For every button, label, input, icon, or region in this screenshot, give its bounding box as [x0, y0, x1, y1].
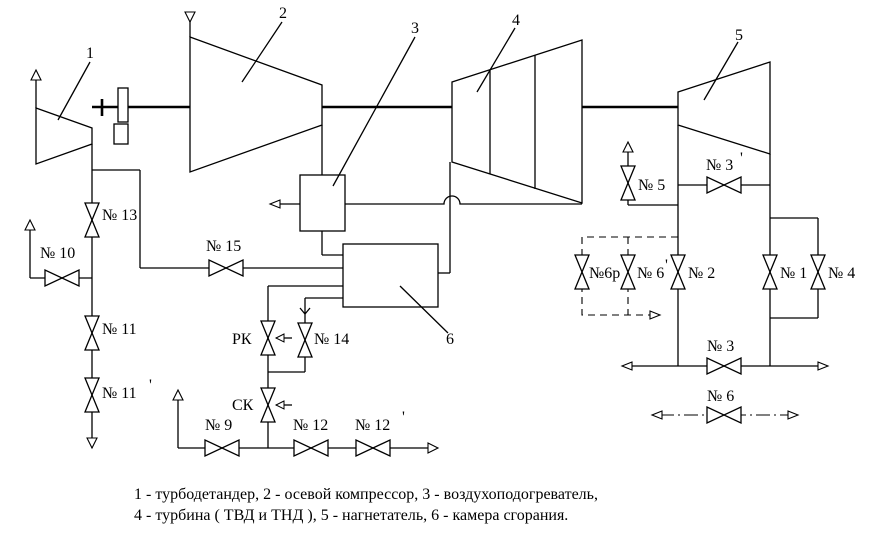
intake-arrow-icon	[184, 11, 196, 24]
valve-1[interactable]	[762, 254, 778, 290]
valve-9[interactable]	[204, 439, 240, 457]
label-valve-3: № 3	[707, 338, 734, 355]
label-valve-12-prime: № 12	[355, 417, 390, 434]
label-valve-9: № 9	[205, 417, 232, 434]
valve-12-prime[interactable]	[355, 439, 391, 457]
valve-5[interactable]	[620, 165, 636, 201]
combustion-chamber	[342, 243, 439, 308]
label-valve-13: № 13	[102, 207, 137, 224]
label-3: 3	[411, 20, 419, 37]
valve-13[interactable]	[84, 202, 100, 238]
booster-body	[677, 61, 771, 155]
label-4: 4	[512, 12, 520, 29]
label-valve-1: № 1	[780, 265, 807, 282]
label-2: 2	[279, 5, 287, 22]
label-valve-10: № 10	[40, 245, 75, 262]
caption-line-1: 1 - турбодетандер, 2 - осевой компрессор…	[134, 486, 598, 503]
valve-6-prime[interactable]	[620, 254, 636, 290]
turboexpander-body	[35, 107, 93, 165]
valve-3-prime[interactable]	[706, 176, 742, 194]
air-heater	[299, 174, 346, 232]
label-valve-6r: №6р	[589, 265, 620, 282]
label-valve-12: № 12	[293, 417, 328, 434]
label-valve-15: № 15	[206, 238, 241, 255]
label-valve-11: № 11	[102, 321, 137, 338]
label-valve-11-prime: № 11	[102, 385, 137, 402]
label-1: 1	[86, 45, 94, 62]
valve-15[interactable]	[208, 259, 244, 277]
label-6: 6	[446, 331, 454, 348]
valve-sk[interactable]	[260, 387, 276, 423]
valve-10[interactable]	[44, 269, 80, 287]
valve-4[interactable]	[810, 254, 826, 290]
vent-arrow-icon	[30, 68, 42, 81]
prime-6: '	[665, 257, 668, 274]
exhaust-arrow-icon	[268, 199, 281, 209]
label-valve-6: № 6	[707, 388, 734, 405]
axial-compressor	[189, 36, 323, 173]
valve-12[interactable]	[293, 439, 329, 457]
valve-6r[interactable]	[574, 254, 590, 290]
label-valve-5: № 5	[638, 177, 665, 194]
label-rk: РК	[232, 331, 252, 348]
valve-6[interactable]	[706, 406, 742, 424]
prime-12: '	[402, 409, 405, 426]
label-sk: СК	[232, 397, 254, 414]
caption-line-2: 4 - турбина ( ТВД и ТНД ), 5 - нагнетате…	[134, 507, 568, 524]
label-valve-4: № 4	[828, 265, 855, 282]
turbine-body	[451, 39, 583, 204]
label-valve-6-prime: № 6	[637, 265, 664, 282]
gearbox	[117, 87, 129, 123]
valve-3[interactable]	[706, 357, 742, 375]
valve-11-prime[interactable]	[84, 377, 100, 413]
prime-11: '	[149, 377, 152, 394]
label-5: 5	[735, 27, 743, 44]
valve-14[interactable]	[297, 322, 313, 358]
label-valve-3-prime: № 3	[706, 157, 733, 174]
valve-11[interactable]	[84, 315, 100, 351]
prime-3: '	[740, 150, 743, 167]
label-valve-14: № 14	[314, 331, 349, 348]
label-valve-2: № 2	[688, 265, 715, 282]
valve-2[interactable]	[670, 254, 686, 290]
valve-rk[interactable]	[260, 320, 276, 356]
